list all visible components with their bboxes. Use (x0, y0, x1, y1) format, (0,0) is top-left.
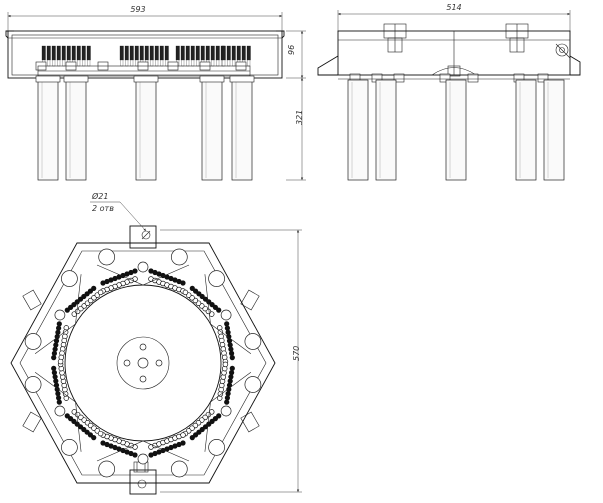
front-width-label: 593 (130, 5, 145, 14)
terminal-blocks (35, 45, 251, 71)
latch-right (505, 23, 529, 53)
plan-height-label: 570 (292, 346, 301, 361)
hub-bolts (123, 343, 163, 383)
hexagon-outer (10, 242, 276, 484)
front-total-height-label: 321 (295, 110, 304, 125)
hole-count-label: 2 отв (92, 204, 114, 213)
mounting-lug-top (129, 225, 157, 249)
hole-diameter-label: Ø21 (91, 191, 108, 201)
mounting-lug-bottom (129, 461, 157, 495)
connector-groups (24, 248, 262, 478)
side-pipes (347, 79, 565, 181)
side-bolts (349, 73, 549, 83)
central-hub (116, 336, 170, 390)
side-width-label: 514 (446, 3, 461, 12)
side-view: 514 (317, 3, 581, 181)
front-pipes (35, 75, 255, 181)
hinge (555, 43, 571, 59)
latch-left (383, 23, 407, 53)
hexagon-inner (19, 250, 267, 476)
front-view: 593 96 321 (5, 5, 306, 181)
front-box-height-label: 96 (287, 45, 296, 55)
plan-view: Ø21 2 отв 570 (10, 191, 302, 495)
